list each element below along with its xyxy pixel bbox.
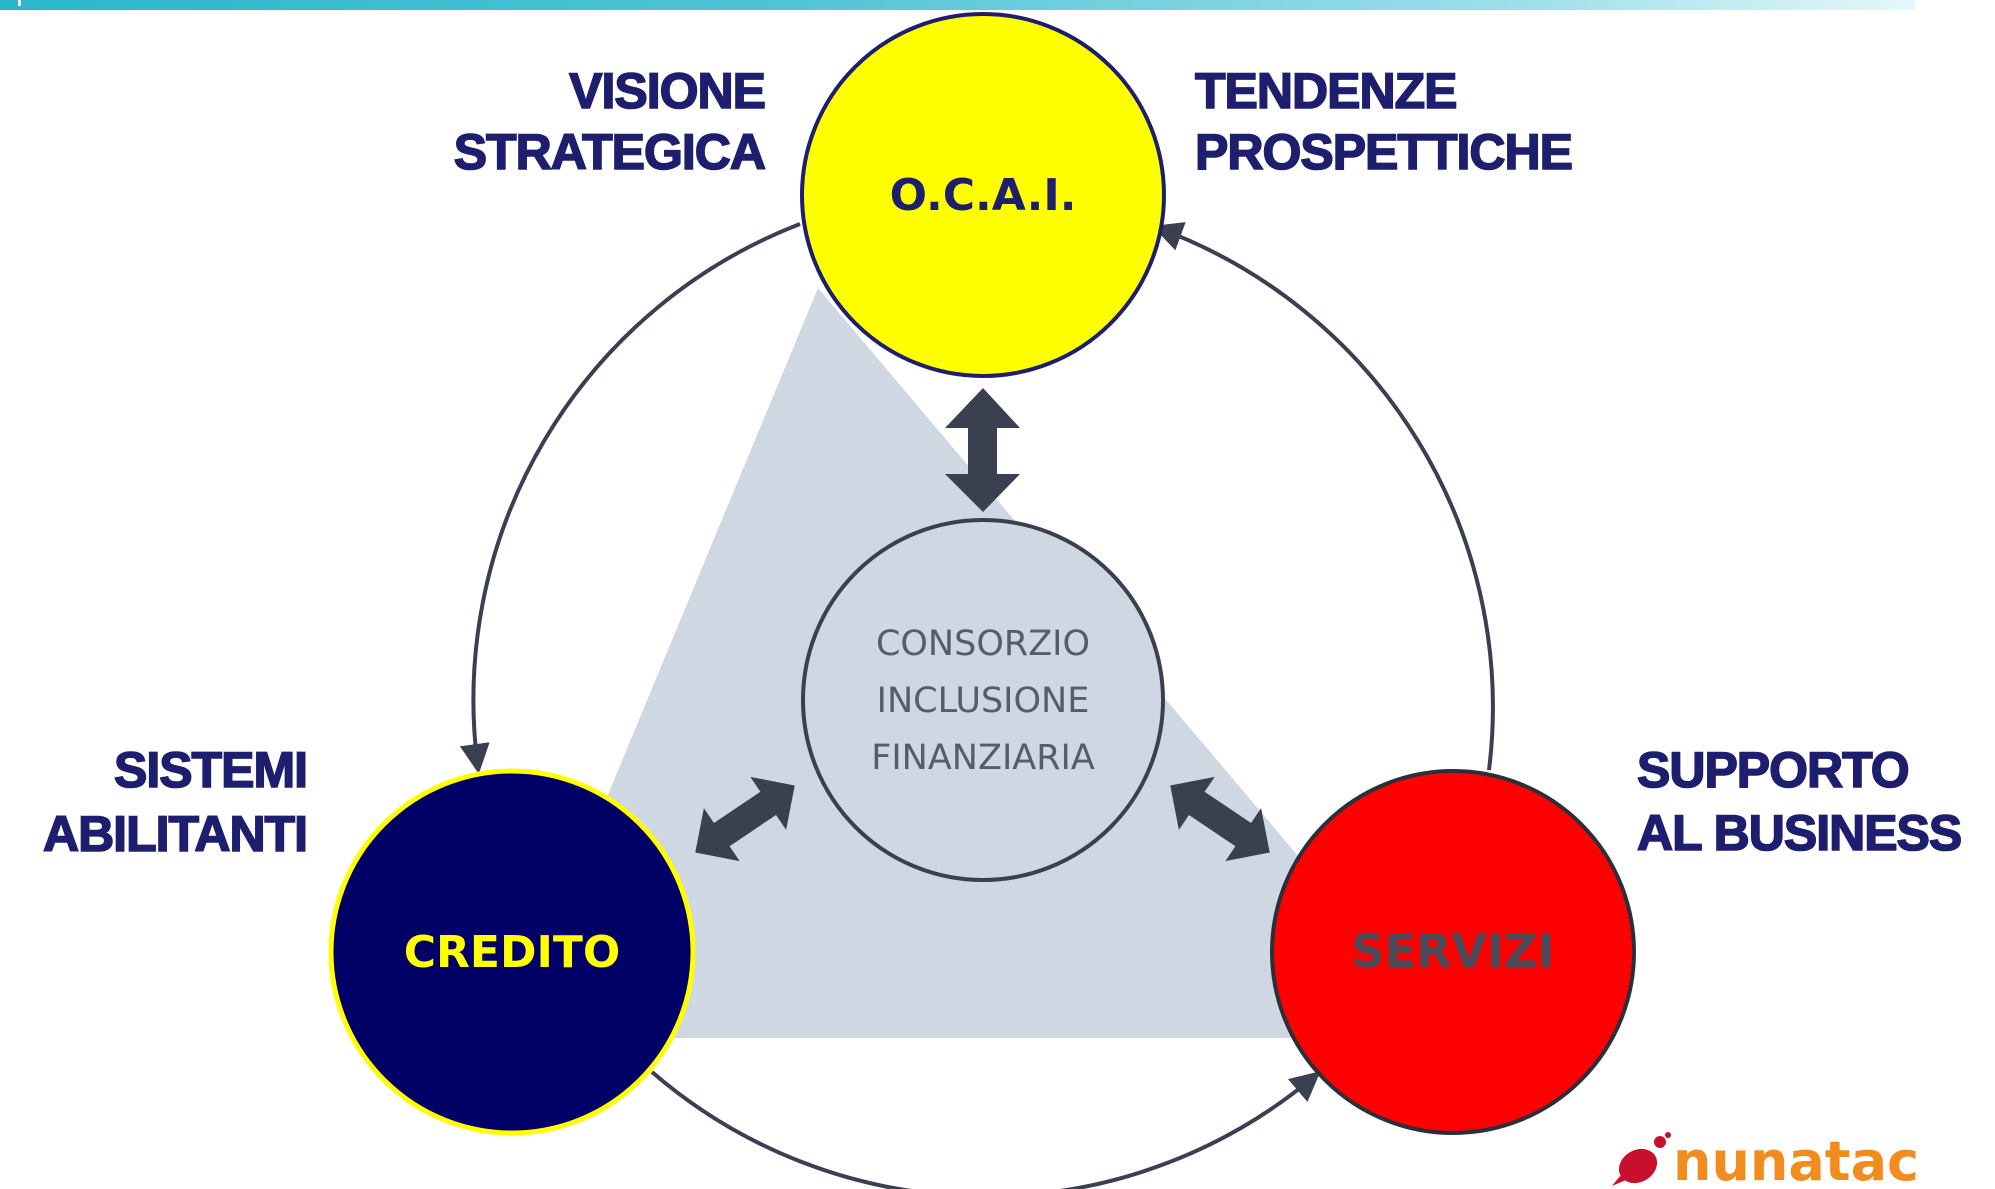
double-arrow-vertical <box>945 388 1020 512</box>
label-strategica: STRATEGICA <box>454 124 765 180</box>
node-ocai-label: O.C.A.I. <box>890 170 1077 221</box>
label-al-business: AL BUSINESS <box>1637 805 1961 861</box>
header-tick <box>18 0 21 6</box>
cycle-arrow-top-to-left <box>459 222 801 774</box>
label-tendenze: TENDENZE <box>1195 63 1456 119</box>
double-arrow-right <box>1170 776 1270 862</box>
label-visione: VISIONE <box>569 63 765 119</box>
center-circle <box>801 518 1165 882</box>
splash-icon <box>1612 1132 1671 1186</box>
node-servizi-label: SERVIZI <box>1351 924 1554 978</box>
center-label-line3: FINANZIARIA <box>871 738 1095 778</box>
center-label-line1: CONSORZIO <box>876 624 1090 664</box>
cycle-arrow-right-to-top <box>1152 222 1495 771</box>
label-prospettiche: PROSPETTICHE <box>1195 124 1572 180</box>
cycle-arrow-left-to-right <box>650 1070 1321 1189</box>
node-ocai <box>800 12 1166 378</box>
center-label-line2: INCLUSIONE <box>877 681 1090 721</box>
label-sistemi: SISTEMI <box>114 742 307 798</box>
double-arrow-left <box>695 776 795 862</box>
node-credito-label: CREDITO <box>404 927 621 978</box>
node-credito <box>328 768 696 1136</box>
nunatac-logo: nunatac <box>1612 1130 1919 1189</box>
node-servizi <box>1270 769 1636 1135</box>
header-gradient-bar <box>0 0 1915 10</box>
label-abilitanti: ABILITANTI <box>43 806 307 862</box>
nunatac-wordmark: nunatac <box>1673 1130 1919 1189</box>
label-supporto: SUPPORTO <box>1637 742 1909 798</box>
